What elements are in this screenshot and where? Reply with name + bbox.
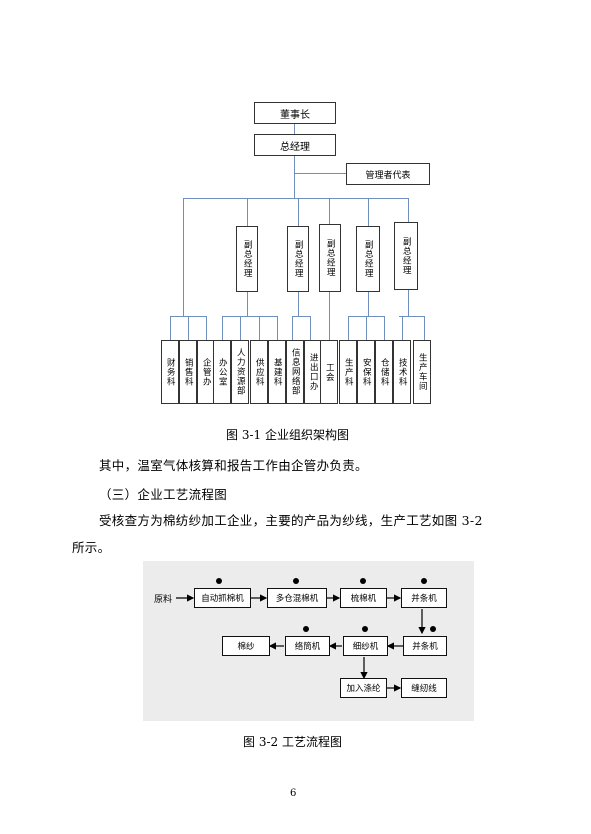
dept-box: 信息网络部 <box>286 340 304 404</box>
energy-dot <box>421 578 427 584</box>
vice-manager-1: 副总经理 <box>236 226 258 292</box>
dept-box: 安保科 <box>357 340 375 404</box>
page-number: 6 <box>290 788 297 799</box>
figure-caption-2: 图 3-2 工艺流程图 <box>243 735 342 749</box>
figure-caption-1: 图 3-1 企业组织架构图 <box>226 428 349 442</box>
paragraph-2-line-1: 受核查方为棉纺纱加工企业，主要的产品为纱线，生产工艺如图 3-2 <box>99 513 483 528</box>
energy-dot <box>430 626 436 632</box>
flow-node-auto-bale-opener: 自动抓棉机 <box>194 588 251 608</box>
vice-manager-5: 副总经理 <box>394 222 418 290</box>
energy-dot <box>360 578 366 584</box>
vice-manager-3: 副总经理 <box>319 224 341 292</box>
vice-manager-4: 副总经理 <box>356 226 380 292</box>
flow-node-drawing-2: 并条机 <box>403 636 447 656</box>
flow-node-cotton-yarn: 棉纱 <box>222 636 270 656</box>
dept-box: 销售科 <box>179 340 197 404</box>
paragraph-2-line-2: 所示。 <box>72 540 111 555</box>
dept-box: 仓储科 <box>375 340 393 404</box>
dept-box: 办公室 <box>213 340 231 404</box>
dept-box: 技术科 <box>393 340 411 404</box>
flow-node-winding: 络筒机 <box>285 636 330 656</box>
flow-node-drawing-1: 并条机 <box>401 588 447 608</box>
dept-box: 生产车间 <box>413 340 431 404</box>
general-manager-box: 总经理 <box>254 134 336 156</box>
flow-node-add-polyester: 加入涤纶 <box>340 678 387 698</box>
chairman-box: 董事长 <box>254 102 336 124</box>
energy-dot <box>303 626 309 632</box>
paragraph-1: 其中，温室气体核算和报告工作由企管办负责。 <box>99 458 368 473</box>
section-heading: （三）企业工艺流程图 <box>99 487 228 502</box>
dept-box: 生产科 <box>339 340 357 404</box>
flow-node-spinning: 细纱机 <box>343 636 388 656</box>
flow-node-sewing-thread: 缝纫线 <box>401 678 447 698</box>
flow-node-multi-mixer: 多仓混棉机 <box>267 588 327 608</box>
dept-box: 人力资源部 <box>231 340 249 404</box>
flow-node-carding: 梳棉机 <box>340 588 387 608</box>
management-rep-box: 管理者代表 <box>346 163 430 185</box>
dept-box: 工会 <box>320 340 338 404</box>
dept-box: 供应科 <box>250 340 268 404</box>
dept-box: 财务科 <box>161 340 179 404</box>
energy-dot <box>362 626 368 632</box>
flow-raw-material: 原料 <box>154 595 173 605</box>
vice-manager-2: 副总经理 <box>287 226 309 292</box>
energy-dot <box>293 578 299 584</box>
dept-box: 基建科 <box>268 340 286 404</box>
energy-dot <box>216 578 222 584</box>
